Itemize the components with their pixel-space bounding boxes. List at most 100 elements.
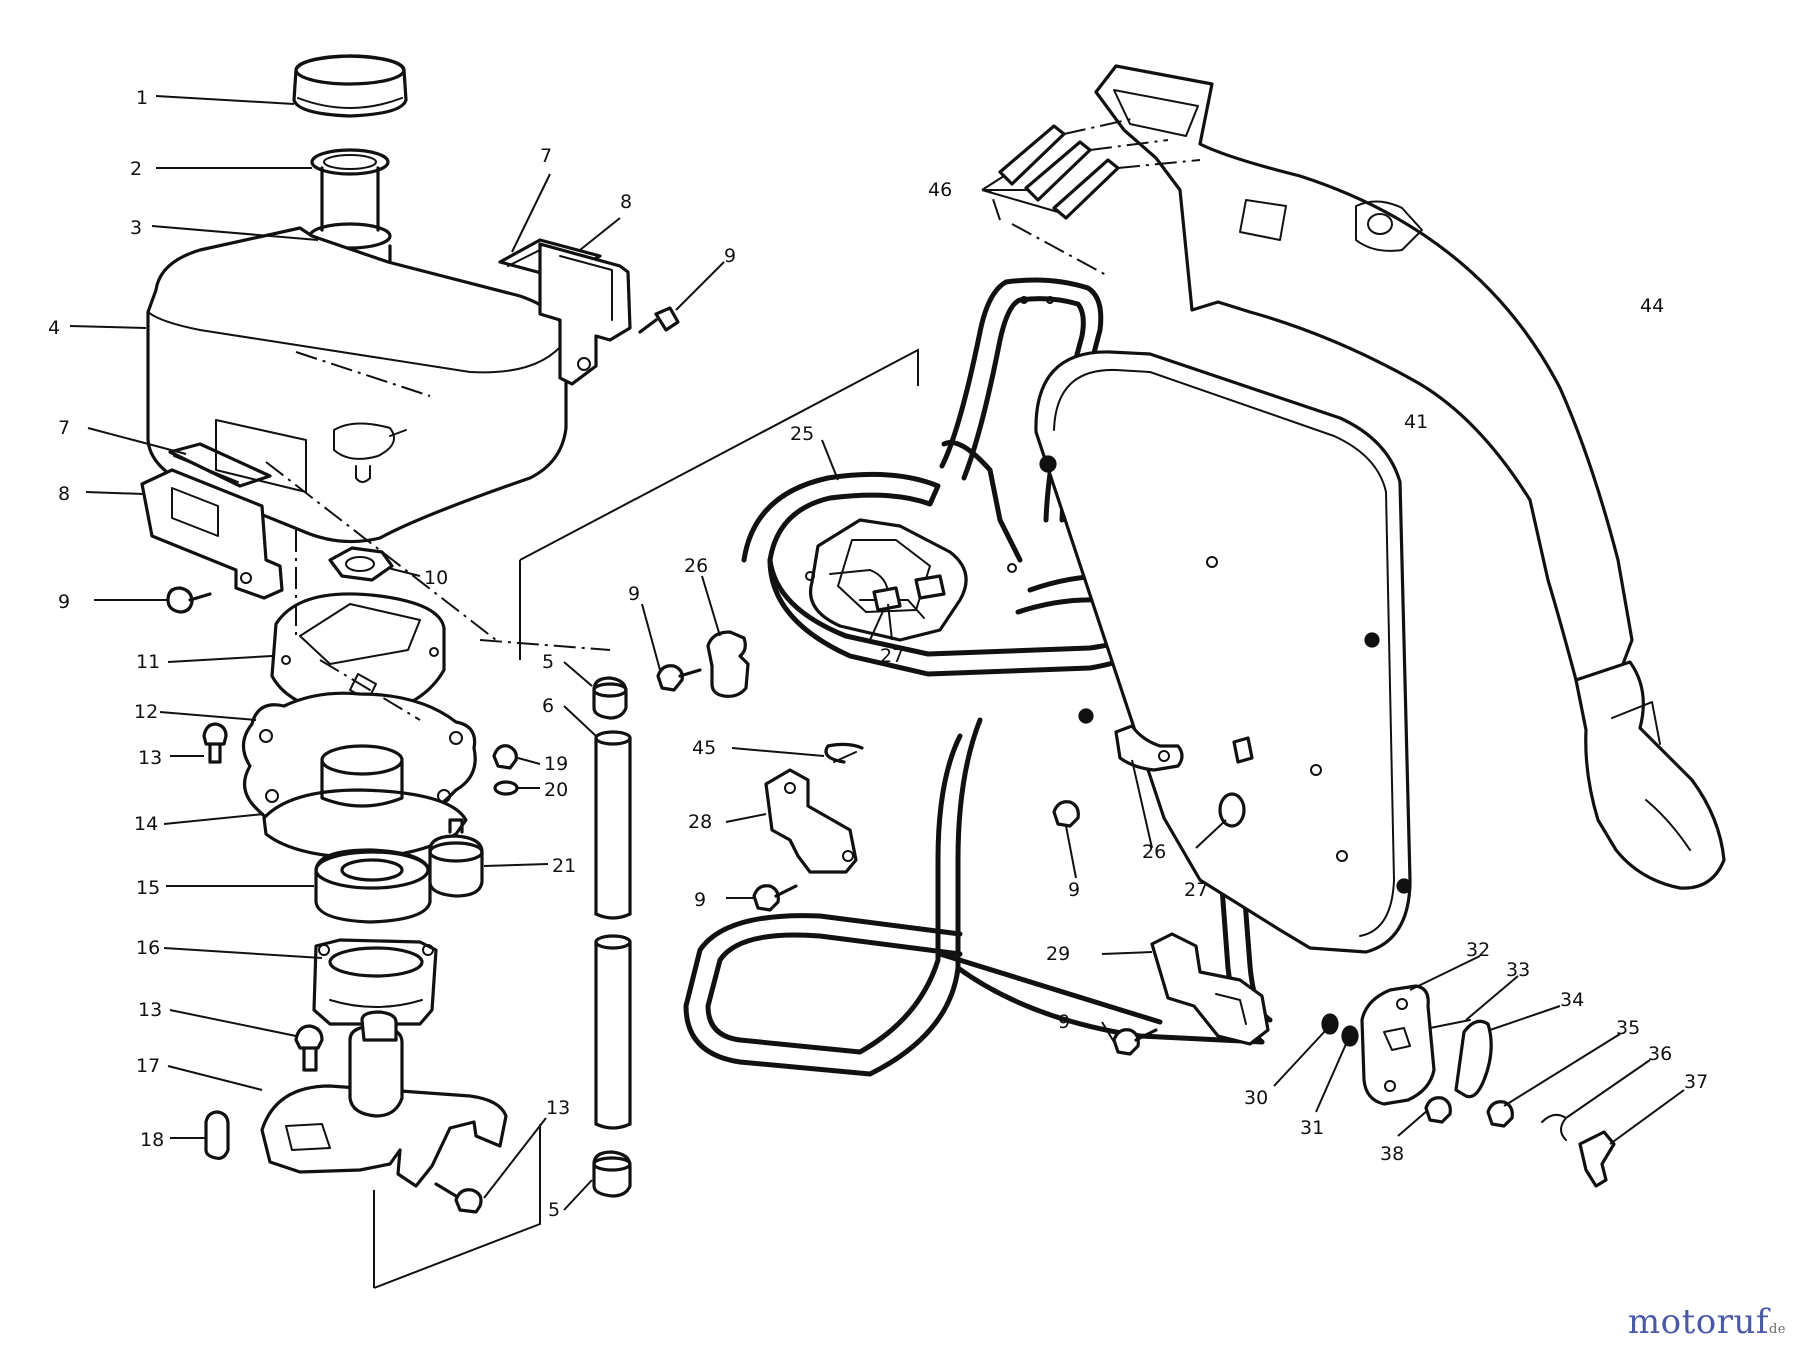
explode-lines-left [265,351,611,721]
housing-16 [312,938,438,1026]
callout-8-lower: 8 [58,483,70,505]
callout-19: 19 [544,753,568,775]
sleeve-27-right [1218,736,1254,828]
lever-37 [1578,1130,1616,1188]
fuel-cap [292,54,408,118]
clip-45 [824,742,864,764]
strap-line [989,189,1109,277]
spacer-18 [204,1110,230,1160]
callout-9-right: 9 [1068,879,1080,901]
bracket-17 [260,1010,508,1188]
screw-13-lower [434,1182,483,1214]
callout-34: 34 [1560,989,1584,1011]
bearing-15 [314,848,432,924]
callout-13-upper: 13 [138,747,162,769]
latch-34 [1454,1019,1493,1099]
callout-37: 37 [1684,1071,1708,1093]
capacitor-21 [428,818,484,898]
bracket-28 [764,768,858,874]
callout-26-left: 26 [684,555,708,577]
callout-20: 20 [544,779,568,801]
flange-14 [262,744,468,860]
callout-5-lower: 5 [548,1199,560,1221]
spring-33 [1429,1019,1471,1029]
callout-6: 6 [542,695,554,717]
bolt-9-right [1052,800,1080,828]
callout-25: 25 [790,423,814,445]
callout-27-left: 27 [880,645,904,667]
callout-36: 36 [1648,1043,1672,1065]
callout-45: 45 [692,737,716,759]
callout-2: 2 [130,158,142,180]
screw-13-upper [202,722,228,764]
callout-26-right: 26 [1142,841,1166,863]
fuel-tank [146,226,568,544]
bolt-9-upper [638,306,680,334]
callout-9-lower: 9 [58,591,70,613]
callout-labels: 1 2 3 4 7 8 9 7 8 9 10 11 12 13 14 19 20… [48,87,1708,1221]
bracket-lines [373,348,919,1289]
washers-30-31 [1321,1013,1359,1047]
callout-3: 3 [130,217,142,239]
shoulder-strap-44 [1094,64,1726,890]
callout-7-lower: 7 [58,417,70,439]
callout-12: 12 [134,701,158,723]
bolt-38 [1424,1096,1452,1124]
bolt-9-28 [752,884,798,912]
callout-1: 1 [136,87,148,109]
callout-33: 33 [1506,959,1530,981]
brand-name: motoruf [1627,1302,1769,1342]
callout-35: 35 [1616,1017,1640,1039]
backpad-41 [1034,350,1412,954]
callout-30: 30 [1244,1087,1268,1109]
callout-27-right: 27 [1184,879,1208,901]
callout-17: 17 [136,1055,160,1077]
callout-9-left: 9 [628,583,640,605]
brand-watermark: motorufde [1628,1302,1786,1342]
callout-18: 18 [140,1129,164,1151]
callout-8-upper: 8 [620,191,632,213]
cap-gasket [310,148,390,232]
bolt-9-left [656,664,702,692]
callout-21: 21 [552,855,576,877]
strap-pins-46 [998,117,1201,220]
callout-41: 41 [1404,411,1428,433]
callout-28: 28 [688,811,712,833]
callout-13-lower: 13 [546,1097,570,1119]
nut-10 [328,546,394,582]
brand-tld: de [1768,1322,1786,1337]
screw-13-middle [294,1024,324,1072]
callout-7-upper: 7 [540,145,552,167]
callout-11: 11 [136,651,160,673]
callout-16: 16 [136,937,160,959]
bolt-9-lower [166,586,212,614]
fuel-mount-plate [809,518,968,642]
callout-4: 4 [48,317,60,339]
clamp-5-upper [592,676,628,720]
latch-plate-32 [1360,984,1436,1106]
callout-15: 15 [136,877,160,899]
callout-32: 32 [1466,939,1490,961]
callout-10: 10 [424,567,448,589]
sleeve-27-left [872,574,946,612]
callout-9-upper: 9 [724,245,736,267]
tank-bracket-upper [538,242,632,386]
cap-35 [1486,1100,1514,1128]
callout-46: 46 [928,179,952,201]
clip-26-left [706,630,750,698]
bracket-29 [1150,932,1270,1046]
tube-6 [594,730,632,1130]
callout-38: 38 [1380,1143,1404,1165]
callout-13-middle: 13 [138,999,162,1021]
spring-36 [1541,1113,1567,1141]
tank-strap-lower [168,442,272,488]
callout-9-28: 9 [694,889,706,911]
tank-bracket-lower [140,468,284,600]
callout-29: 29 [1046,943,1070,965]
clamp-5-lower [592,1150,632,1198]
washer-19-20 [492,744,519,796]
callout-44: 44 [1640,295,1664,317]
callout-9-29: 9 [1058,1011,1070,1033]
